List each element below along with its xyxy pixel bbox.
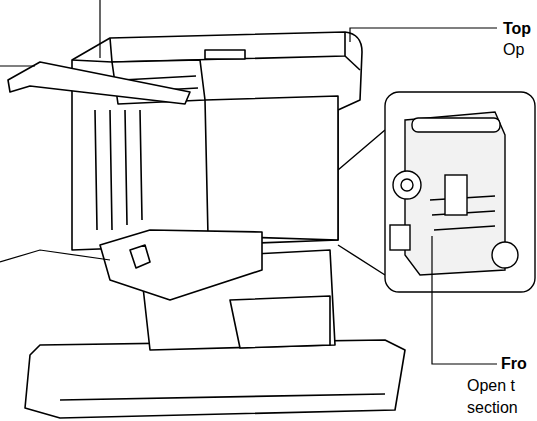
upper-tray <box>8 62 190 104</box>
front-door <box>205 96 338 240</box>
callout-label: section <box>466 399 519 417</box>
finisher-body <box>8 32 405 418</box>
top-cover-handle <box>205 50 245 59</box>
top-cover-edge <box>110 32 345 62</box>
inset-gear-hub <box>401 179 413 191</box>
inset-pointer <box>338 130 385 275</box>
leader-line <box>0 250 110 262</box>
leader-line <box>0 65 35 66</box>
callout-label: Top <box>502 20 532 38</box>
base-foot <box>25 340 405 418</box>
inset-lever <box>445 175 467 215</box>
top-corner <box>345 56 360 70</box>
callout-label: Open t <box>466 377 516 395</box>
inset-roller <box>412 118 500 132</box>
slots <box>95 110 142 230</box>
leader-line <box>350 28 497 42</box>
leader-line <box>99 0 100 58</box>
inset-unit <box>405 112 505 275</box>
inset-block <box>390 225 410 250</box>
inset-gear <box>393 171 421 199</box>
inset-frame <box>385 92 535 292</box>
top-edge <box>72 60 112 62</box>
base-edge <box>60 394 385 400</box>
inset-knob <box>492 242 518 268</box>
leader-lines <box>0 0 497 364</box>
callout-label: Fro <box>500 355 528 373</box>
callout-label: Op <box>502 41 525 59</box>
tray-stopper <box>130 245 150 268</box>
middle-tray <box>100 230 262 300</box>
stand-recess <box>230 296 330 348</box>
leader-line <box>432 236 497 364</box>
inset-detail <box>338 92 535 292</box>
main-housing <box>72 32 362 250</box>
